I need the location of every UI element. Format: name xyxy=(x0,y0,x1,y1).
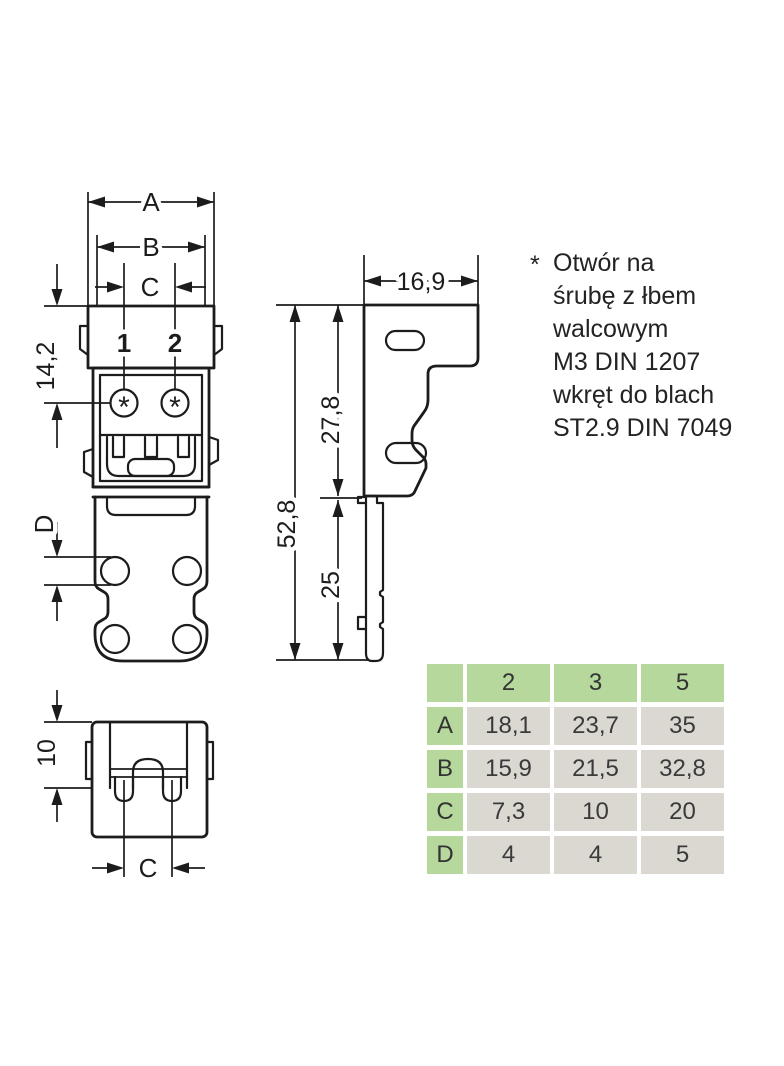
table-corner-cell xyxy=(427,664,463,702)
footnote: * Otwór na śrubę z łbem walcowym M3 DIN … xyxy=(529,247,733,445)
front-body-top-section xyxy=(86,304,216,370)
footnote-line: śrubę z łbem xyxy=(553,282,697,310)
screw-1-number: 1 xyxy=(117,328,131,358)
plate-hole xyxy=(171,555,203,587)
dim-10-label: 10 xyxy=(33,739,61,767)
side-slot xyxy=(384,441,428,465)
footnote-marker: * xyxy=(530,251,540,279)
footnote-line: ST2.9 DIN 7049 xyxy=(553,414,733,442)
front-body-unit xyxy=(91,366,211,489)
table-value: 23,7 xyxy=(554,707,637,745)
side-bracket-outline xyxy=(362,303,480,498)
table-value: 35 xyxy=(641,707,724,745)
mounting-hooks xyxy=(78,324,224,479)
bottom-leg xyxy=(113,775,135,803)
side-slot xyxy=(384,329,426,352)
dim-52-8-label: 52,8 xyxy=(273,500,301,549)
table-value: 4 xyxy=(467,836,550,874)
front-view: A B C 14,2 D * * 1 2 xyxy=(25,183,224,663)
bottom-view: 10 C xyxy=(29,690,215,888)
table-header-pole-2: 2 xyxy=(467,664,550,702)
footnote-line: Otwór na xyxy=(553,249,655,277)
screw-2 xyxy=(160,388,190,418)
table-value: 10 xyxy=(554,793,637,831)
screw-1-symbol: * xyxy=(118,391,130,424)
dim-b-label: B xyxy=(142,232,159,262)
dim-c-label: C xyxy=(141,272,160,302)
dim-27-8-label: 27,8 xyxy=(317,396,345,445)
table-value: 4 xyxy=(554,836,637,874)
side-foot-plate xyxy=(364,494,385,663)
bottom-leg xyxy=(161,775,183,803)
table-value: 20 xyxy=(641,793,724,831)
table-row-label-c: C xyxy=(427,793,463,831)
footnote-line: wkręt do blach xyxy=(553,381,715,409)
dim-25-label: 25 xyxy=(317,571,345,599)
table-value: 18,1 xyxy=(467,707,550,745)
front-foot-plate xyxy=(93,495,209,663)
plate-hole xyxy=(171,623,203,655)
table-value: 15,9 xyxy=(467,750,550,788)
table-header-pole-3: 3 xyxy=(554,664,637,702)
plate-hole xyxy=(99,555,131,587)
dim-16-9-label: 16,9 xyxy=(397,268,446,296)
footnote-line: walcowym xyxy=(553,315,669,343)
table-row-label-a: A xyxy=(427,707,463,745)
table-header-pole-5: 5 xyxy=(641,664,724,702)
extension-lines-front xyxy=(44,192,215,586)
table-value: 5 xyxy=(641,836,724,874)
dim-a-label: A xyxy=(142,187,160,217)
screw-2-number: 2 xyxy=(168,328,182,358)
plate-hole xyxy=(99,623,131,655)
screw-1 xyxy=(109,388,139,418)
dim-c-bottom-label: C xyxy=(139,853,158,883)
side-view: 16,9 52,8 27,8 25 xyxy=(269,255,480,663)
table-value: 7,3 xyxy=(467,793,550,831)
footnote-line: M3 DIN 1207 xyxy=(553,348,701,376)
dimension-table: 2 3 5 A 18,1 23,7 35 B 15,9 21,5 32,8 C … xyxy=(427,664,724,874)
dim-d-label: D xyxy=(29,515,59,534)
screw-2-symbol: * xyxy=(169,391,181,424)
table-row-label-b: B xyxy=(427,750,463,788)
dim-14-2-label: 14,2 xyxy=(32,342,60,391)
table-value: 32,8 xyxy=(641,750,724,788)
table-value: 21,5 xyxy=(554,750,637,788)
table-row-label-d: D xyxy=(427,836,463,874)
